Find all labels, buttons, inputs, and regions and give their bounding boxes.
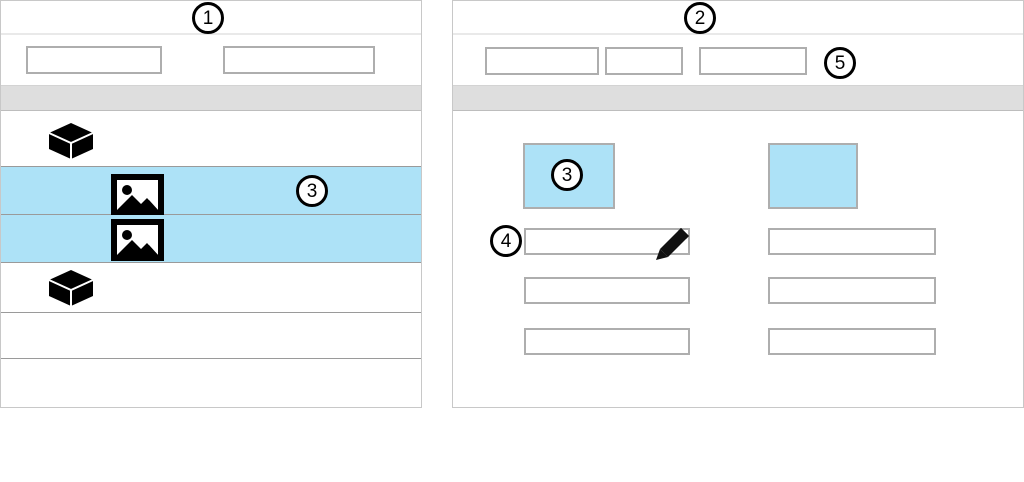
cube-icon [47, 122, 95, 160]
callout-2: 2 [684, 2, 716, 34]
callout-5: 5 [824, 47, 856, 79]
left-panel-column-header [1, 86, 421, 111]
asset-list-panel [0, 0, 422, 408]
detail-field-right-1[interactable] [768, 228, 936, 255]
detail-field-left-1[interactable] [524, 228, 690, 260]
list-row-2[interactable] [1, 167, 421, 217]
cube-icon [47, 269, 95, 307]
callout-1-number: 1 [202, 7, 214, 29]
image-icon [110, 218, 165, 262]
list-row-4[interactable] [1, 263, 421, 313]
list-row-3[interactable] [1, 215, 421, 263]
detail-panel [452, 0, 1024, 408]
detail-field-left-3[interactable] [524, 328, 690, 355]
callout-3a: 3 [296, 175, 328, 207]
pencil-icon[interactable] [654, 226, 692, 261]
callout-3a-number: 3 [306, 180, 318, 202]
right-toolbar-field-1[interactable] [485, 47, 599, 75]
right-toolbar-field-2[interactable] [605, 47, 683, 75]
right-panel-titlebar [453, 1, 1023, 35]
callout-3b: 3 [551, 159, 583, 191]
list-row-1[interactable] [1, 111, 421, 167]
detail-field-left-2[interactable] [524, 277, 690, 304]
callout-4-number: 4 [500, 230, 512, 252]
right-toolbar-field-3[interactable] [699, 47, 807, 75]
right-panel-column-header [453, 86, 1023, 111]
callout-4: 4 [490, 225, 522, 257]
right-panel-toolbar [453, 35, 1023, 86]
callout-3b-number: 3 [561, 164, 573, 186]
left-panel-toolbar [1, 35, 421, 86]
list-row-5[interactable] [1, 313, 421, 359]
preview-thumbnail-2[interactable] [768, 143, 858, 209]
callout-5-number: 5 [834, 52, 846, 74]
list-row-6[interactable] [1, 359, 421, 407]
detail-field-right-3[interactable] [768, 328, 936, 355]
left-toolbar-field-2[interactable] [223, 46, 375, 74]
left-toolbar-field-1[interactable] [26, 46, 162, 74]
callout-2-number: 2 [694, 7, 706, 29]
image-icon [110, 173, 165, 217]
detail-field-right-2[interactable] [768, 277, 936, 304]
callout-1: 1 [192, 2, 224, 34]
